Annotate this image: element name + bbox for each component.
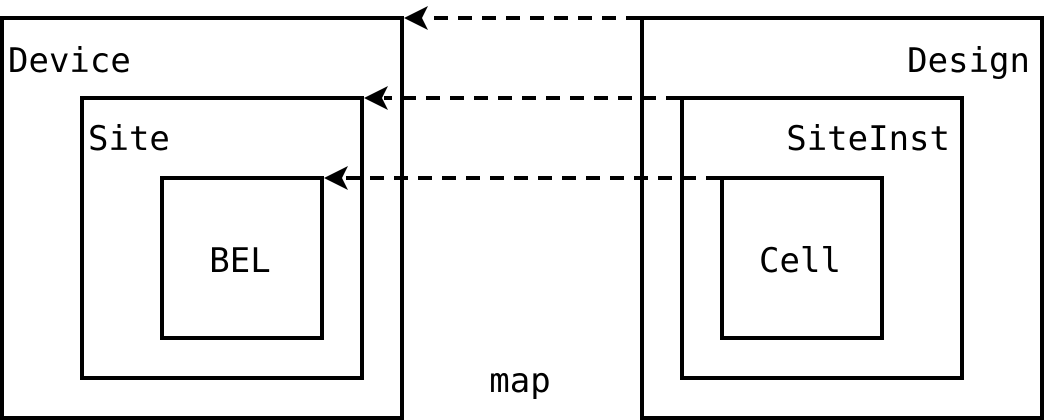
bel-box: [160, 176, 324, 340]
design-label: Design: [907, 41, 1030, 81]
cell-box: [720, 176, 884, 340]
design-group: Design SiteInst Cell: [640, 16, 1044, 420]
site-box: [80, 96, 364, 380]
map-label: map: [489, 361, 550, 401]
siteinst-box: [680, 96, 964, 380]
map-arrows: [324, 6, 720, 190]
cell-to-bel-arrowhead: [324, 166, 348, 190]
design-to-device-arrowhead: [404, 6, 428, 30]
site-label: Site: [88, 119, 170, 159]
siteinst-to-site-arrowhead: [364, 86, 388, 110]
device-box: [0, 16, 404, 420]
device-label: Device: [8, 41, 131, 81]
device-group: Device Site BEL: [0, 16, 404, 420]
cell-label: Cell: [759, 241, 841, 281]
bel-label: BEL: [209, 241, 270, 281]
design-box: [640, 16, 1044, 420]
siteinst-label: SiteInst: [786, 119, 950, 159]
